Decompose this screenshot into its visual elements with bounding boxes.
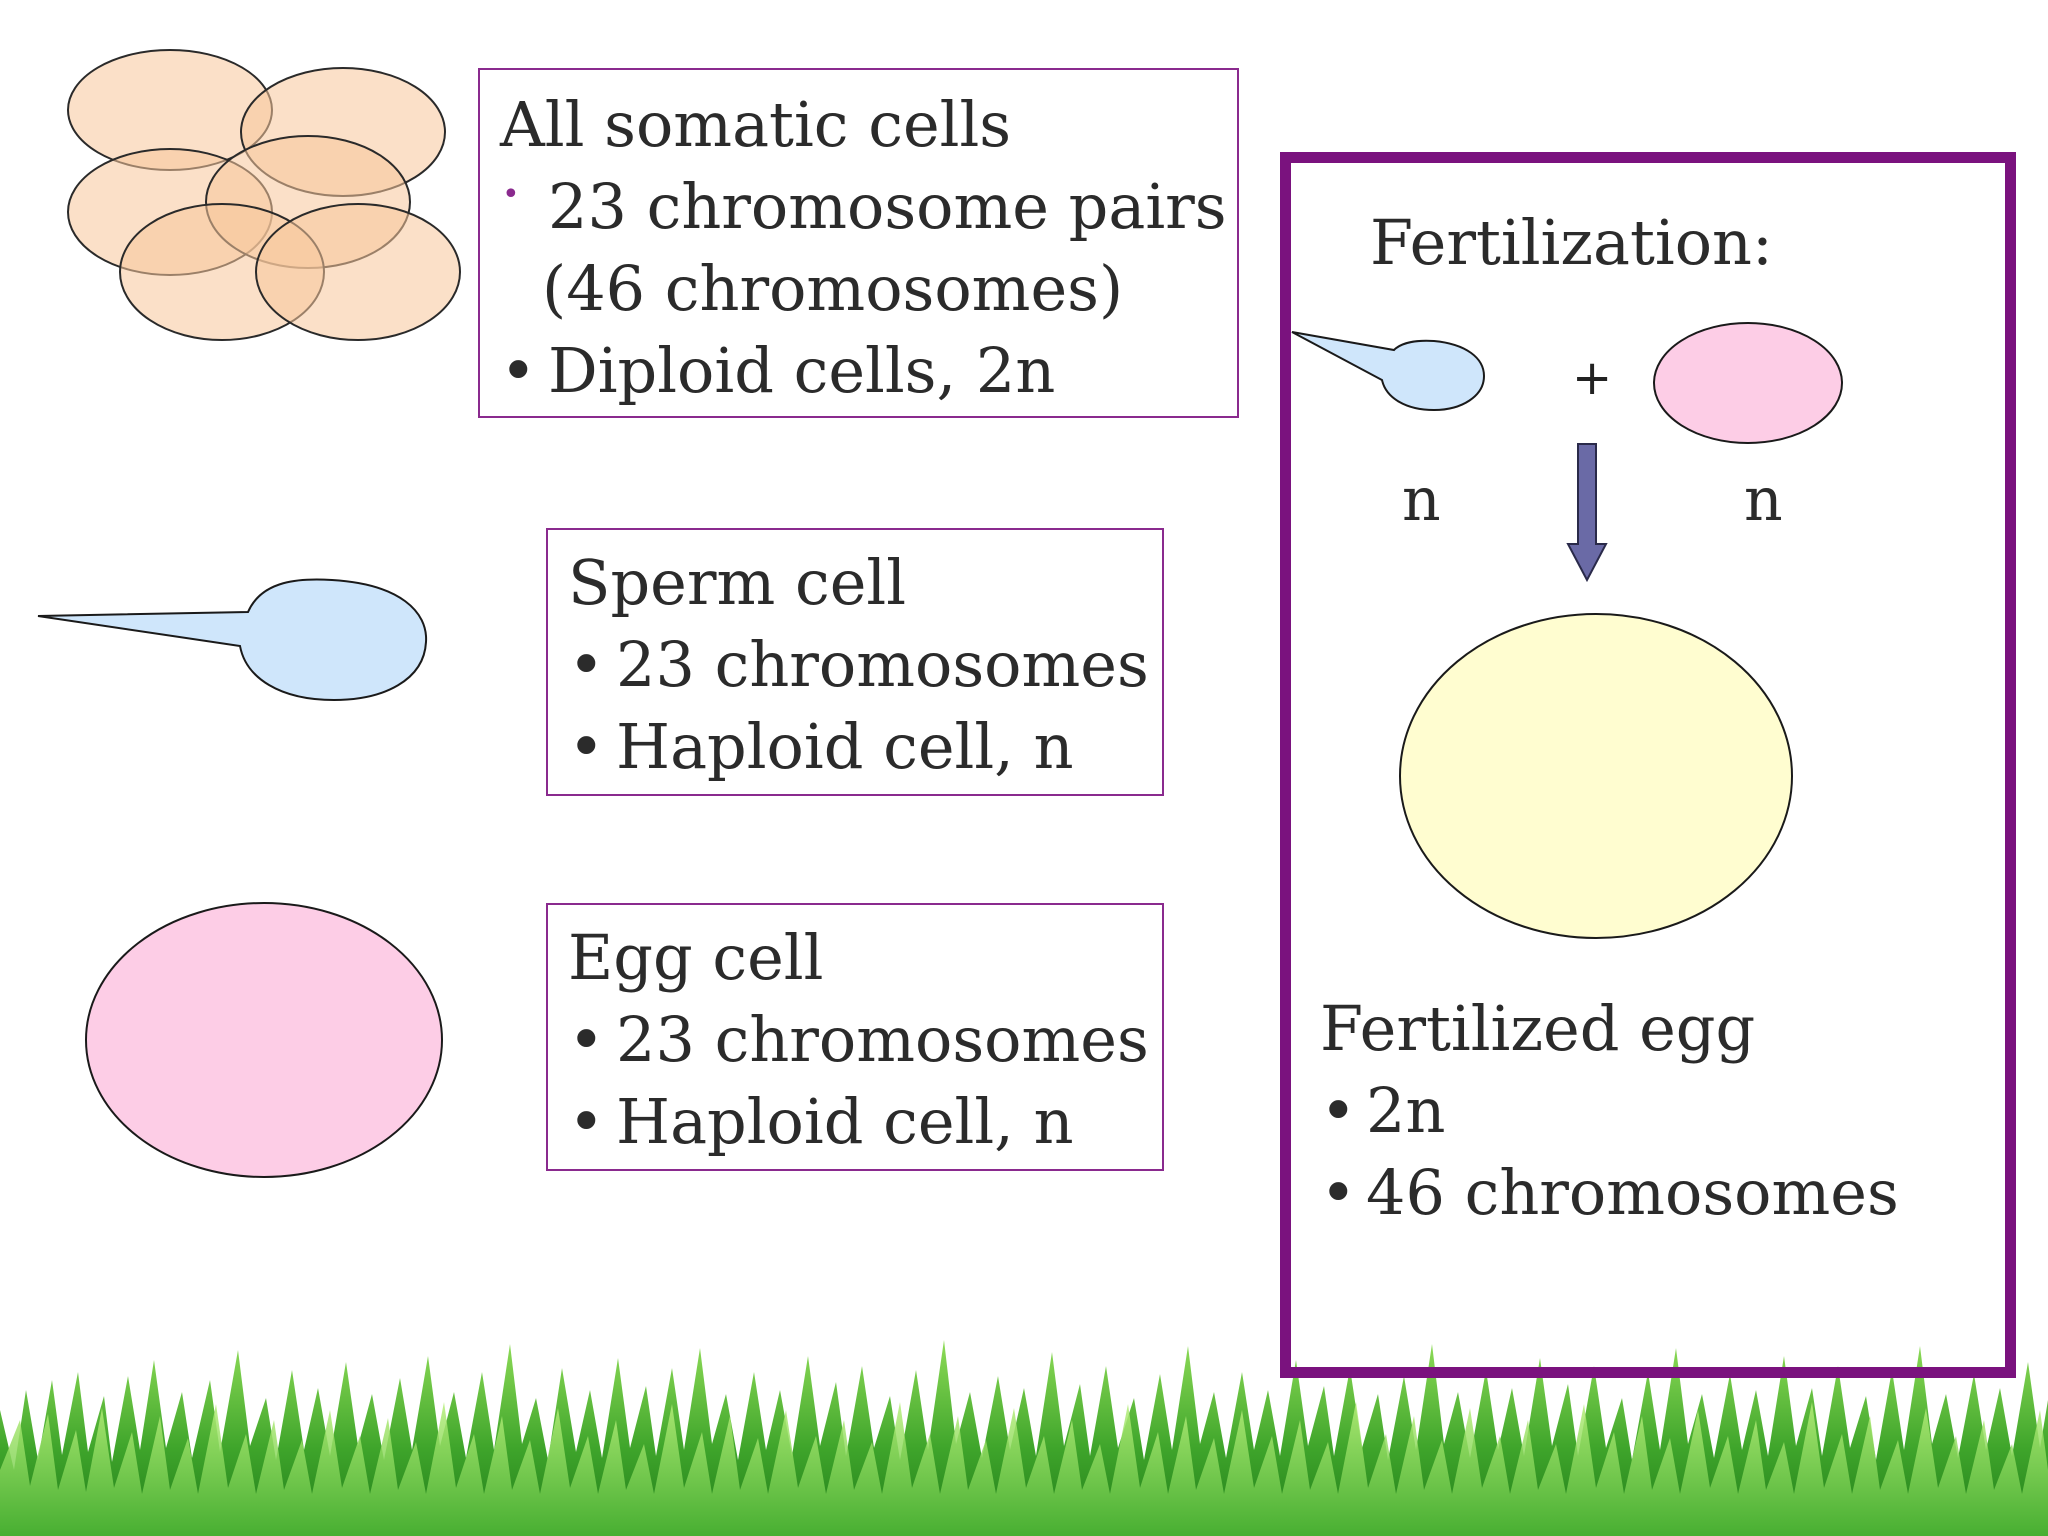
egg-cell-icon (85, 902, 443, 1178)
sperm-bullet-1: • (568, 628, 605, 701)
somatic-cells-icon (67, 49, 461, 341)
egg-bullet-1: • (568, 1003, 605, 1076)
sperm-cell-icon (37, 578, 428, 702)
grass-border (0, 1340, 2048, 1536)
somatic-bullet-small: • (502, 177, 520, 212)
fertilized-bullet-1: • (1320, 1074, 1357, 1147)
fertilized-egg-title: Fertilized egg (1320, 992, 1756, 1065)
fertilization-title: Fertilization: (1370, 206, 1773, 279)
down-arrow-icon (1566, 443, 1608, 583)
egg-title: Egg cell (568, 921, 824, 994)
somatic-line-3: Diploid cells, 2n (548, 334, 1056, 407)
small-sperm-icon (1291, 331, 1486, 412)
sperm-ploidy-label: n (1402, 465, 1441, 535)
egg-line-2: Haploid cell, n (616, 1085, 1074, 1158)
sperm-line-2: Haploid cell, n (616, 710, 1074, 783)
egg-ploidy-label: n (1744, 465, 1783, 535)
fertilized-line-1: 2n (1366, 1074, 1446, 1147)
fertilization-frame (1280, 152, 2016, 1378)
somatic-line-2: (46 chromosomes) (542, 252, 1124, 325)
small-egg-icon (1653, 322, 1843, 444)
somatic-info-box: All somatic cells • 23 chromosome pairs … (478, 68, 1239, 418)
somatic-title: All somatic cells (500, 88, 1012, 161)
sperm-bullet-2: • (568, 710, 605, 783)
plus-sign: + (1572, 350, 1613, 406)
sperm-info-box: Sperm cell • 23 chromosomes • Haploid ce… (546, 528, 1164, 796)
egg-info-box: Egg cell • 23 chromosomes • Haploid cell… (546, 903, 1164, 1171)
fertilized-bullet-2: • (1320, 1156, 1357, 1229)
somatic-bullet: • (500, 334, 537, 407)
sperm-line-1: 23 chromosomes (616, 628, 1149, 701)
egg-bullet-2: • (568, 1085, 605, 1158)
fertilized-egg-icon (1399, 613, 1793, 939)
egg-line-1: 23 chromosomes (616, 1003, 1149, 1076)
sperm-title: Sperm cell (568, 546, 907, 619)
somatic-line-1: 23 chromosome pairs (548, 170, 1227, 243)
fertilized-line-2: 46 chromosomes (1366, 1156, 1899, 1229)
